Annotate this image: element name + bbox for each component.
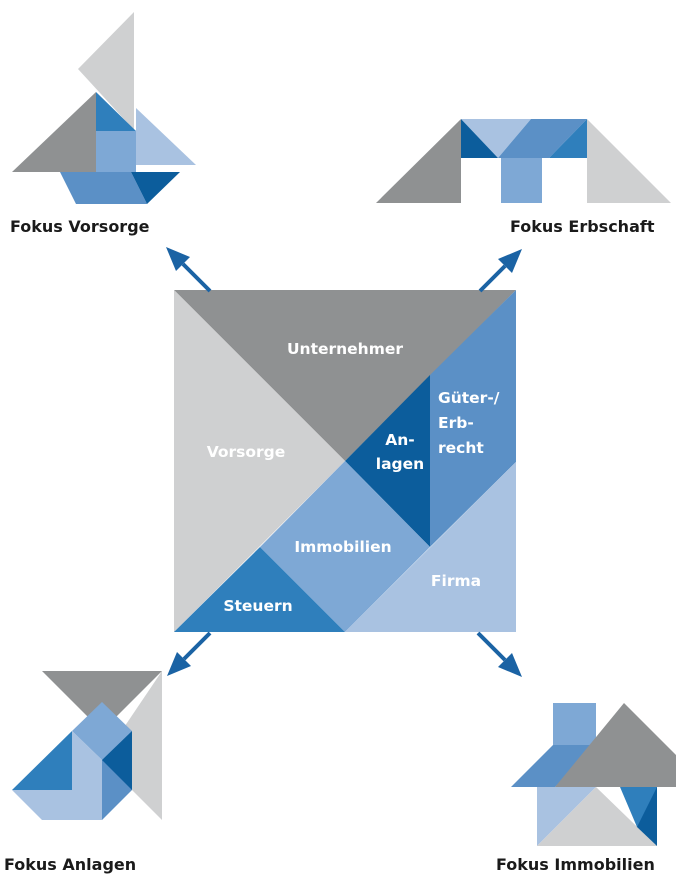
label-immobilien: Immobilien xyxy=(294,538,391,556)
house-wall-navy xyxy=(637,787,657,846)
label-unternehmer: Unternehmer xyxy=(287,340,403,358)
piece-gueter-erbrecht xyxy=(430,290,516,547)
figure-vorsorge-sailboat xyxy=(12,12,196,204)
label-vorsorge: Vorsorge xyxy=(207,443,286,461)
focus-label-anlagen: Fokus Anlagen xyxy=(4,855,136,874)
arrow-to-vorsorge xyxy=(166,247,212,293)
central-tangram-square: Unternehmer Vorsorge An- lagen Güter-/ E… xyxy=(174,290,516,632)
bridge-right-triangle xyxy=(587,119,671,203)
house-chimney xyxy=(553,703,596,745)
label-gueter-2: Erb- xyxy=(438,414,474,432)
house-wall-light xyxy=(537,787,657,846)
piece-firma xyxy=(345,462,516,632)
bridge-leg-square xyxy=(501,158,542,203)
label-steuern: Steuern xyxy=(223,597,292,615)
arrow-to-immobilien xyxy=(476,631,522,677)
arrow-to-anlagen xyxy=(167,631,212,676)
anlagen-left-triangle xyxy=(12,731,72,790)
sail-left-triangle xyxy=(12,92,96,172)
piece-steuern xyxy=(174,547,345,632)
anlagen-bottom xyxy=(12,731,102,820)
bridge-right-mid xyxy=(549,119,587,158)
bridge-left-navy xyxy=(461,119,498,158)
sail-small-triangle xyxy=(96,92,136,131)
figure-erbschaft-bridge xyxy=(376,119,671,203)
piece-vorsorge xyxy=(174,290,345,632)
hull-parallelogram xyxy=(60,172,147,204)
house-roof-right xyxy=(555,703,676,787)
label-anlagen-2: lagen xyxy=(376,455,424,473)
label-gueter-3: recht xyxy=(438,439,484,457)
bridge-left-triangle xyxy=(376,119,461,203)
piece-unternehmer xyxy=(174,290,516,461)
hull-triangle xyxy=(131,172,180,204)
sail-top-triangle xyxy=(78,12,134,130)
anlagen-right-navy xyxy=(102,731,132,790)
piece-anlagen xyxy=(345,375,430,547)
arrows xyxy=(166,247,522,677)
label-anlagen-1: An- xyxy=(385,431,414,449)
label-gueter-1: Güter-/ xyxy=(438,389,500,407)
bridge-top-parallelogram xyxy=(498,119,587,158)
bridge-top-pale xyxy=(461,119,531,158)
focus-label-erbschaft: Fokus Erbschaft xyxy=(510,217,655,236)
piece-immobilien xyxy=(260,461,430,632)
anlagen-top-triangle xyxy=(42,671,162,731)
sail-square xyxy=(96,131,136,172)
figure-immobilien-house xyxy=(511,703,676,846)
focus-label-immobilien: Fokus Immobilien xyxy=(496,855,655,874)
house-roof-left xyxy=(511,745,596,787)
focus-label-vorsorge: Fokus Vorsorge xyxy=(10,217,150,236)
label-firma: Firma xyxy=(431,572,481,590)
arrow-to-erbschaft xyxy=(478,249,522,293)
figure-anlagen xyxy=(12,671,162,820)
sail-right-triangle xyxy=(136,108,196,165)
